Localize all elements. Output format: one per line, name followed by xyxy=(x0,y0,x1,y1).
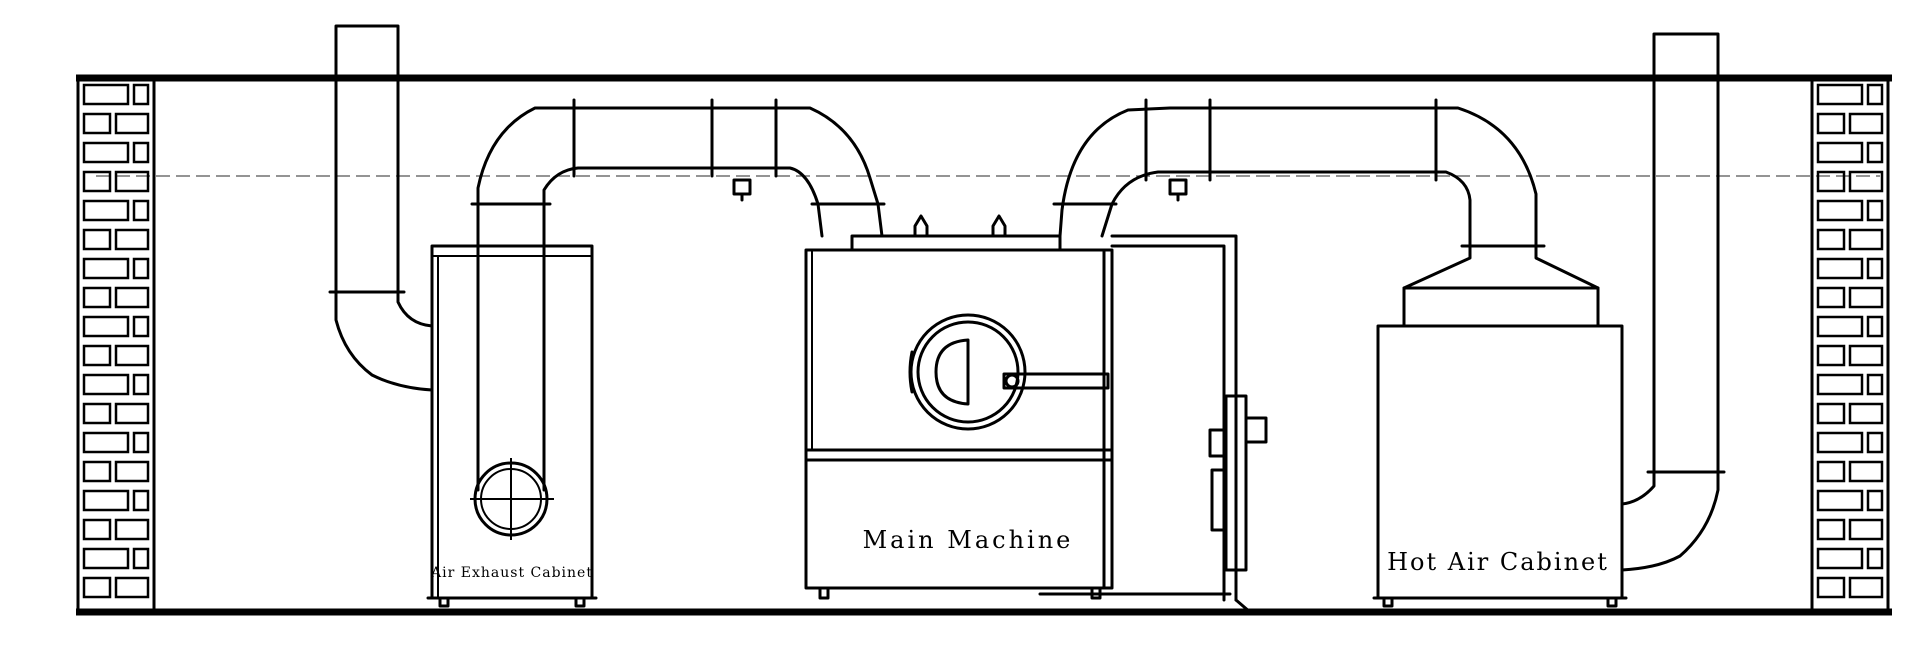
brick xyxy=(82,489,130,512)
main-machine: Main Machine xyxy=(804,202,1114,600)
brick xyxy=(114,228,150,251)
air-exhaust-cabinet-label: Air Exhaust Cabinet xyxy=(430,565,593,581)
brick xyxy=(1848,460,1884,483)
brick xyxy=(114,170,150,193)
brick xyxy=(114,576,150,599)
brick xyxy=(1816,489,1864,512)
brick xyxy=(114,112,150,135)
exhaust-duct xyxy=(470,98,880,206)
brick xyxy=(1848,286,1884,309)
brick xyxy=(1816,315,1864,338)
brick xyxy=(1866,199,1884,222)
brick xyxy=(1866,489,1884,512)
brick xyxy=(132,257,150,280)
brick xyxy=(1816,344,1846,367)
brick xyxy=(1816,170,1846,193)
brick xyxy=(132,373,150,396)
room-outline xyxy=(76,74,1892,616)
brick xyxy=(1866,373,1884,396)
brick xyxy=(82,228,112,251)
brick xyxy=(1866,257,1884,280)
brick xyxy=(1816,576,1846,599)
air-exhaust-cabinet: Air Exhaust Cabinet xyxy=(328,24,598,608)
brick xyxy=(1848,112,1884,135)
brick xyxy=(1816,518,1846,541)
brick xyxy=(82,141,130,164)
brick xyxy=(82,112,112,135)
control-frame xyxy=(1038,234,1268,614)
brick xyxy=(1816,228,1846,251)
brick xyxy=(1816,460,1846,483)
hot-air-cabinet: Hot Air Cabinet xyxy=(1372,32,1726,608)
brick xyxy=(1816,286,1846,309)
brick xyxy=(1816,257,1864,280)
brick xyxy=(114,460,150,483)
brick xyxy=(82,257,130,280)
brick xyxy=(1816,431,1864,454)
brick xyxy=(1848,344,1884,367)
hot-air-duct xyxy=(1052,98,1546,248)
brick xyxy=(1848,518,1884,541)
brick xyxy=(132,315,150,338)
brick xyxy=(82,315,130,338)
brick xyxy=(132,199,150,222)
brick xyxy=(82,373,130,396)
left-brick-wall xyxy=(76,78,156,612)
brick xyxy=(82,402,112,425)
brick xyxy=(132,547,150,570)
brick xyxy=(1866,315,1884,338)
brick xyxy=(82,170,112,193)
brick xyxy=(82,344,112,367)
brick xyxy=(82,199,130,222)
brick xyxy=(1816,402,1846,425)
brick xyxy=(82,576,112,599)
brick xyxy=(1816,112,1846,135)
hot-air-cabinet-label: Hot Air Cabinet xyxy=(1387,548,1609,576)
brick xyxy=(114,344,150,367)
brick xyxy=(82,460,112,483)
brick xyxy=(1866,431,1884,454)
brick xyxy=(1866,83,1884,106)
brick xyxy=(1866,547,1884,570)
brick xyxy=(1848,576,1884,599)
brick xyxy=(82,83,130,106)
brick xyxy=(1848,170,1884,193)
brick xyxy=(132,431,150,454)
brick xyxy=(132,489,150,512)
brick xyxy=(1816,141,1864,164)
brick xyxy=(114,286,150,309)
right-brick-wall xyxy=(1810,78,1890,612)
brick xyxy=(132,83,150,106)
brick xyxy=(1848,228,1884,251)
brick xyxy=(114,518,150,541)
brick xyxy=(114,402,150,425)
brick xyxy=(1816,373,1864,396)
brick xyxy=(1816,547,1864,570)
brick xyxy=(82,547,130,570)
brick xyxy=(1866,141,1884,164)
brick xyxy=(132,141,150,164)
brick xyxy=(82,286,112,309)
brick xyxy=(82,431,130,454)
main-machine-label: Main Machine xyxy=(863,526,1074,554)
brick xyxy=(1848,402,1884,425)
brick xyxy=(1816,83,1864,106)
brick xyxy=(82,518,112,541)
brick xyxy=(1816,199,1864,222)
